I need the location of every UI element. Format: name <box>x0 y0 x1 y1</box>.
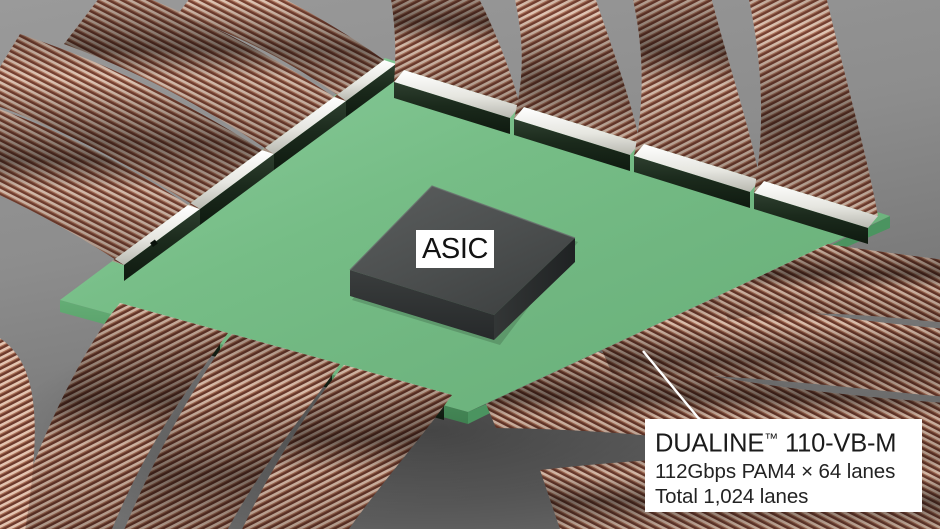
cable-bundle-top-left <box>0 0 384 265</box>
asic-right-face <box>494 238 575 340</box>
callout-model: 110-VB-M <box>778 429 897 458</box>
asic-label-text: ASIC <box>421 233 489 265</box>
connector-row-top-left <box>112 60 396 281</box>
asic-top-edge-highlight <box>349 185 576 271</box>
callout-spec-line-1: 112Gbps PAM4 × 64 lanes <box>655 459 896 483</box>
callout-leader-line <box>642 350 701 421</box>
callout-title: DUALINE™ 110-VB-M <box>655 424 914 459</box>
asic-front-face <box>350 270 494 340</box>
connector-row-top-right <box>394 70 878 244</box>
trademark-symbol: ™ <box>764 430 779 446</box>
cable-bundle-bottom-left <box>0 303 452 529</box>
cable-bundle-top-right <box>391 0 878 216</box>
asic-label: ASIC <box>416 230 494 268</box>
callout-spec-line-2: Total 1,024 lanes <box>655 484 809 508</box>
callout-brand: DUALINE <box>655 429 765 458</box>
product-callout-box: DUALINE™ 110-VB-M 112Gbps PAM4 × 64 lane… <box>645 419 922 512</box>
